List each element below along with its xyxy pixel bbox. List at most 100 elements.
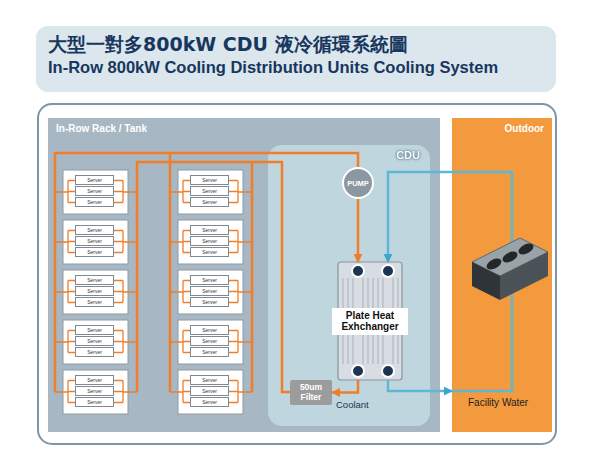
facility-water-pipe: [388, 380, 452, 391]
supply-pipe: [137, 162, 290, 392]
water-pipe: [452, 172, 512, 244]
filter-box: 50um Filter: [290, 380, 332, 405]
diagram-subtitle: In-Row 800kW Cooling Distribution Units …: [48, 58, 498, 77]
server-box: Server: [190, 247, 229, 257]
server-box: Server: [75, 275, 114, 285]
server-box: Server: [190, 236, 229, 246]
server-box: Server: [75, 175, 114, 185]
server-box: Server: [190, 175, 229, 185]
rack: [55, 170, 137, 214]
server-box: Server: [190, 375, 229, 385]
server-box: Server: [75, 325, 114, 335]
node-text: Server: [202, 298, 217, 306]
port: [382, 265, 394, 277]
node-text: Server: [87, 398, 102, 406]
node-text: 50um Filter: [290, 383, 332, 402]
pump-circle: PUMP: [342, 167, 374, 199]
server-box: Server: [75, 286, 114, 296]
return-pipe: [55, 153, 358, 392]
node-text: Server: [202, 198, 217, 206]
node-text: Server: [87, 198, 102, 206]
coolant-pipework: [55, 153, 358, 392]
server-box: Server: [190, 186, 229, 196]
server-box: Server: [75, 347, 114, 357]
node-text: Server: [202, 276, 217, 284]
server-box: Server: [190, 325, 229, 335]
rack: [170, 220, 252, 264]
water-pipe: [452, 294, 512, 391]
server-box: Server: [75, 336, 114, 346]
node-text: Server: [87, 337, 102, 345]
node-text: Server: [87, 237, 102, 245]
port: [382, 365, 394, 377]
server-box: Server: [190, 297, 229, 307]
node-text: Server: [202, 398, 217, 406]
rack-column: [55, 170, 252, 414]
cdu-region: [268, 145, 430, 426]
rack: [170, 270, 252, 314]
node-text: Server: [202, 337, 217, 345]
rack-region: [48, 118, 440, 432]
server-box: Server: [190, 336, 229, 346]
node-text: Server: [87, 187, 102, 195]
title-banner: [36, 26, 556, 92]
server-box: Server: [190, 286, 229, 296]
server-box: Server: [75, 225, 114, 235]
node-text: CDU: [396, 149, 420, 161]
cdu-panel: CDU PUMP Plate Heat Exhchanger 50um Filter: [268, 145, 430, 426]
outdoor-region: [452, 118, 552, 432]
node-text: Server: [87, 248, 102, 256]
server-box: Server: [190, 397, 229, 407]
node-text: Server: [87, 298, 102, 306]
node-text: Server: [87, 387, 102, 395]
heat-exchanger: Plate Heat Exhchanger: [332, 262, 408, 380]
server-box: Server: [190, 347, 229, 357]
flow-label: Facility Water: [468, 397, 528, 408]
node-text: Server: [87, 348, 102, 356]
node-text: Server: [202, 176, 217, 184]
server-box: Server: [75, 375, 114, 385]
node-text: Server: [202, 248, 217, 256]
server-box: Server: [190, 386, 229, 396]
node-text: Outdoor: [505, 123, 544, 134]
node-text: Server: [202, 348, 217, 356]
outdoor-panel: Outdoor: [452, 118, 552, 432]
node-text: Server: [202, 226, 217, 234]
server-box: Server: [75, 247, 114, 257]
rack: [170, 320, 252, 364]
server-box: Server: [75, 197, 114, 207]
node-text: Server: [202, 387, 217, 395]
fan: [485, 256, 503, 271]
node-text: Server: [202, 287, 217, 295]
server-box: Server: [190, 225, 229, 235]
flow-label: Coolant: [336, 399, 369, 410]
node-text: Server: [202, 237, 217, 245]
facility-water-pipe: [388, 172, 452, 262]
node-text: Server: [202, 326, 217, 334]
dry-cooler: [472, 238, 548, 300]
node-text: Server: [87, 376, 102, 384]
coolant-pipe: [332, 380, 358, 393]
rack: [55, 220, 137, 264]
server-box: Server: [75, 236, 114, 246]
rack-panel: In-Row Rack / TankServerServerServerServ…: [48, 118, 440, 432]
node-text: Server: [87, 226, 102, 234]
node-text: In-Row Rack / Tank: [56, 123, 147, 134]
node-text: Server: [87, 276, 102, 284]
diagram-title: 大型一對多800kW CDU 液冷循環系統圖: [48, 32, 408, 58]
node-text: Server: [202, 376, 217, 384]
fan: [501, 249, 519, 264]
rack: [55, 370, 137, 414]
node-text: Server: [202, 187, 217, 195]
coolant-pipe: [357, 199, 360, 262]
server-box: Server: [190, 275, 229, 285]
server-box: Server: [75, 397, 114, 407]
node-text: Plate Heat Exhchanger: [332, 308, 408, 335]
node-text: Server: [87, 326, 102, 334]
server-box: Server: [75, 386, 114, 396]
rack: [55, 270, 137, 314]
node-text: Server: [87, 287, 102, 295]
return-pipe: [169, 153, 172, 392]
rack: [170, 170, 252, 214]
